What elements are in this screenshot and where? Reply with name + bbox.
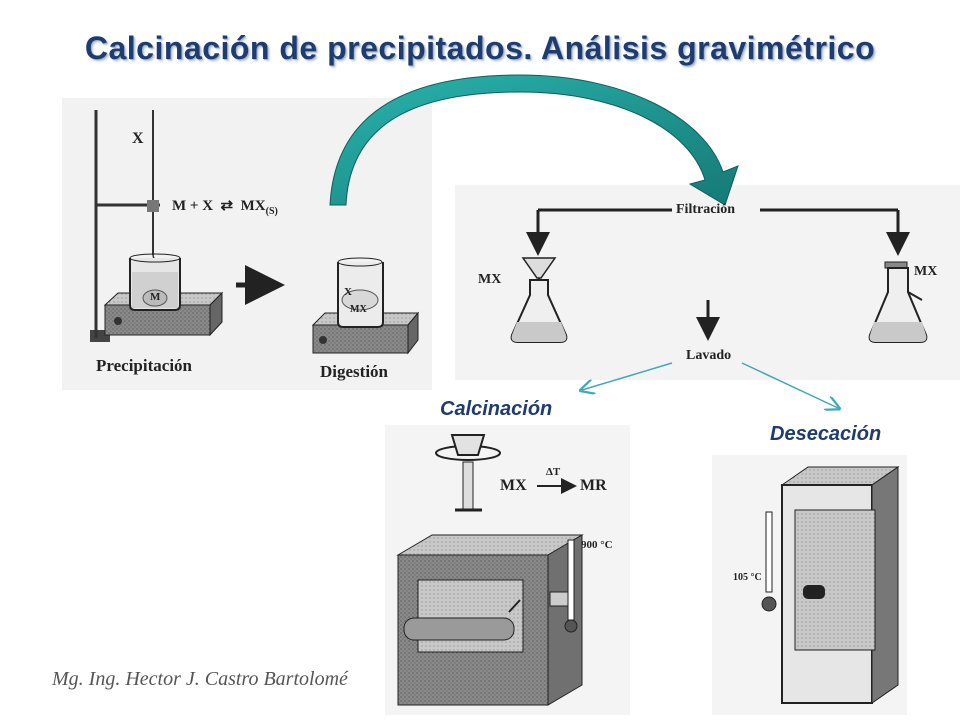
pointer-to-calcination (582, 362, 673, 390)
transfer-arrow (329, 74, 739, 206)
equilibrium-icon: ⇄ (216, 198, 237, 214)
calcination-product: MR (580, 477, 607, 494)
beaker-label: M (150, 291, 161, 303)
reagent-label: X (132, 130, 144, 147)
filtration-flask-right (868, 261, 928, 343)
calcination-reactant: MX (500, 477, 527, 494)
calcination-delta: ΔT (546, 466, 561, 478)
digestion-precipitate-label: MX (350, 304, 367, 315)
drying-oven (761, 466, 900, 704)
digestion-caption: Digestión (320, 362, 388, 381)
filtration-flask-left (510, 257, 568, 343)
filtration-left-product: MX (478, 272, 502, 287)
slide-title: Calcinación de precipitados. Análisis gr… (84, 30, 876, 66)
precipitation-caption: Precipitación (96, 356, 192, 375)
author-credit: Mg. Ing. Hector J. Castro Bartolomé (52, 668, 348, 690)
product-state: (S) (265, 206, 278, 217)
pointer-to-drying (741, 362, 838, 408)
digestion-apparatus (311, 257, 420, 355)
calcination-heading: Calcinación (440, 398, 553, 420)
muffle-furnace (396, 534, 584, 706)
filtration-label: Filtración (676, 202, 736, 217)
wash-label: Lavado (686, 348, 732, 363)
filtration-lines (526, 208, 910, 341)
reaction-reactants: M + X (172, 198, 214, 214)
filtration-right-product: MX (914, 264, 938, 279)
reaction-product: MX (240, 198, 266, 214)
digestion-reagent-label: X (344, 286, 352, 298)
drying-heading: Desecación (770, 423, 882, 445)
reaction-equation: M + X ⇄ MX(S) (172, 196, 278, 217)
furnace-temperature: 900 °C (581, 539, 613, 551)
precipitation-apparatus (90, 110, 224, 342)
crucible-burner (435, 434, 501, 512)
oven-temperature: 105 °C (733, 572, 762, 583)
